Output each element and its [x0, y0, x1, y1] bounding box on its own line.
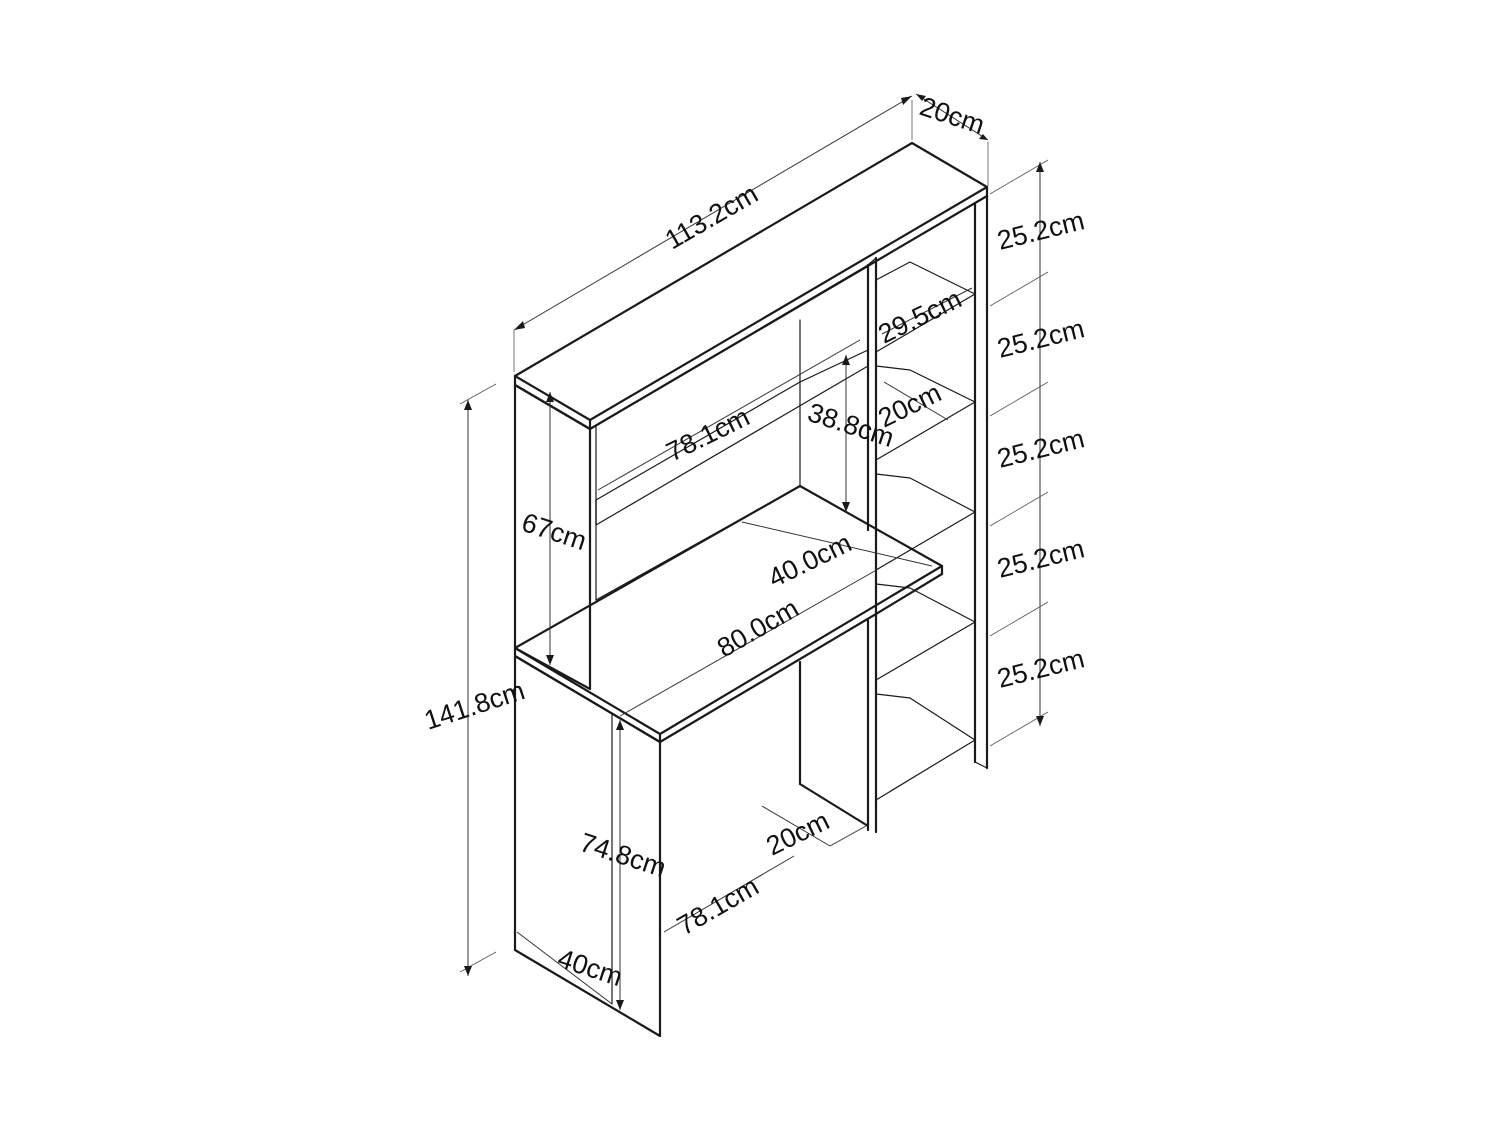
label-shelf-height-4: 25.2cm [994, 533, 1087, 584]
label-depth-top: 20cm [916, 91, 988, 140]
desk-outline [513, 141, 989, 1038]
label-shelf-width: 29.5cm [873, 284, 966, 350]
label-hutch-inner-width: 78.1cm [661, 402, 754, 468]
label-shelf-height-2: 25.2cm [994, 313, 1087, 364]
label-knee-width: 78.1cm [672, 871, 764, 941]
label-side-depth: 40cm [554, 943, 626, 992]
label-total-width: 113.2cm [660, 178, 763, 255]
label-leg-depth: 20cm [761, 805, 833, 861]
label-hutch-height: 67cm [518, 507, 590, 556]
label-shelf-height-3: 25.2cm [994, 423, 1087, 474]
dimension-lines [459, 93, 1049, 1010]
label-total-height: 141.8cm [421, 675, 529, 736]
label-shelf-height-5: 25.2cm [994, 643, 1087, 694]
label-shelf-height-1: 25.2cm [994, 205, 1087, 256]
label-desk-width: 80.0cm [712, 593, 804, 663]
label-desk-height: 74.8cm [576, 827, 669, 883]
